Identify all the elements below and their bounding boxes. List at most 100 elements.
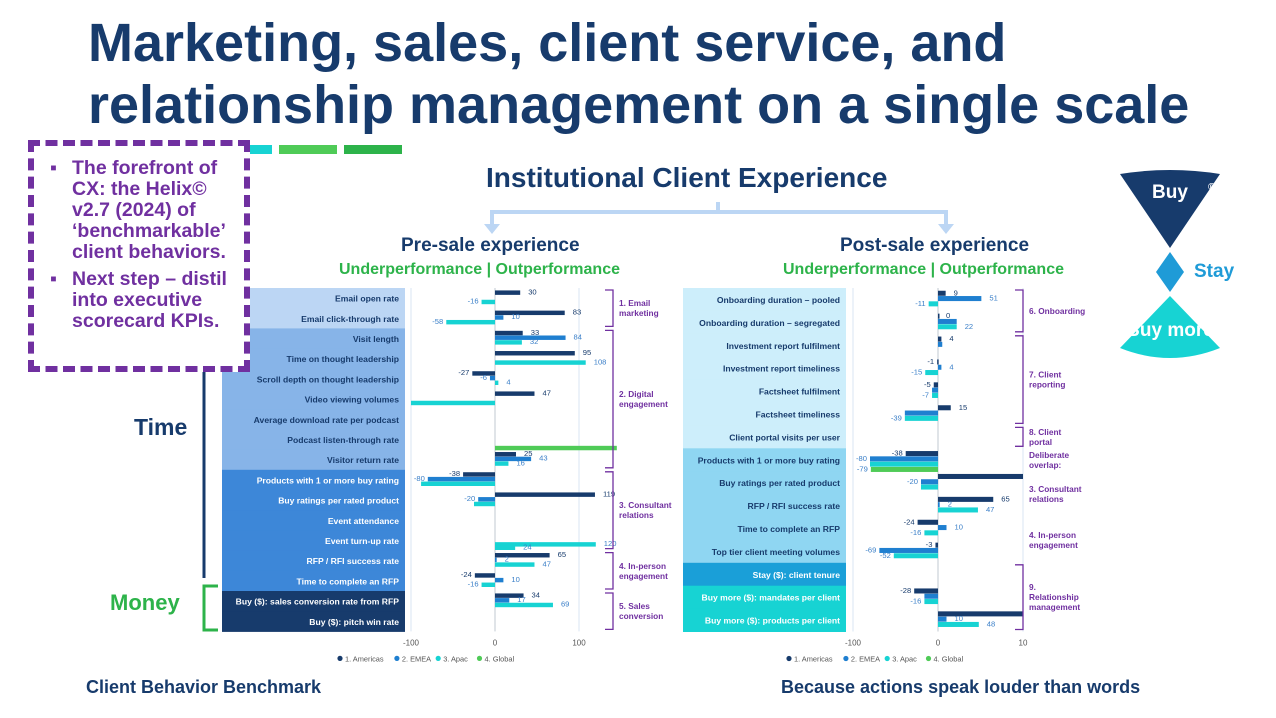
data-label: -69: [865, 545, 876, 554]
group-label: 5. Sales: [619, 601, 650, 611]
bar: [495, 351, 575, 356]
time-money-bracket: [202, 366, 218, 632]
bar: [495, 598, 510, 603]
row-label-bg: [683, 402, 846, 426]
data-label: -58: [432, 317, 443, 326]
group-label: management: [1029, 602, 1080, 612]
group-label: relations: [1029, 494, 1064, 504]
bar: [481, 582, 495, 588]
data-label: -24: [461, 570, 472, 579]
bar: [495, 456, 532, 462]
money-label: Money: [110, 590, 180, 615]
row-label-bg: [683, 379, 846, 403]
group-bracket: [605, 471, 614, 550]
data-label: -15: [911, 368, 922, 377]
row-label-bg: [683, 356, 846, 381]
data-label: 2: [948, 500, 952, 509]
data-label: -24: [904, 517, 915, 526]
legend-swatch: [435, 655, 441, 661]
bar: [904, 415, 938, 421]
row-label: Video viewing volumes: [305, 395, 400, 405]
row-label-bg: [683, 425, 846, 449]
row-label: Buy ($): sales conversion rate from RFP: [236, 597, 400, 607]
row-label: Onboarding duration – pooled: [717, 295, 840, 305]
legend-label: 4. Global: [485, 654, 515, 663]
data-label: 43: [539, 454, 547, 463]
row-label: Top tier client meeting volumes: [712, 547, 841, 557]
row-label-bg: [222, 611, 405, 632]
row-label-bg: [222, 328, 405, 350]
accent-bar-green: [344, 145, 402, 154]
diagram-title: Institutional Client Experience: [486, 162, 888, 193]
bar: [495, 315, 504, 320]
bar: [478, 497, 495, 502]
bar: [938, 290, 946, 296]
data-label: 9: [954, 288, 958, 297]
bar: [932, 392, 938, 398]
legend-swatch: [337, 655, 343, 661]
row-label: Investment report timeliness: [723, 364, 840, 374]
bar: [921, 479, 938, 485]
bar: [933, 382, 938, 388]
row-label-bg: [683, 608, 846, 632]
bar: [495, 492, 595, 497]
bar: [938, 364, 942, 370]
bar: [893, 553, 938, 559]
data-label: 33: [531, 328, 539, 337]
data-label: -16: [910, 597, 921, 606]
legend-label: 3. Apac: [892, 655, 917, 664]
bar: [472, 371, 495, 376]
group-label: 2. Digital: [619, 389, 654, 399]
group-bracket: [605, 289, 614, 328]
data-label: 15: [959, 403, 967, 412]
data-label: 4: [949, 362, 953, 371]
post-sale-title: Post-sale experience: [840, 235, 1030, 256]
group-bracket: [1015, 426, 1024, 447]
data-label: 30: [528, 287, 536, 296]
callout-text-2: Next step – distil into executive scorec…: [72, 268, 227, 332]
bar: [870, 456, 938, 462]
data-label: 47: [986, 505, 994, 514]
bar: [938, 496, 994, 502]
row-label-bg: [683, 288, 846, 312]
data-label: 65: [1001, 494, 1009, 503]
callout-text-1: The forefront of CX: the Helix© v2.7 (20…: [72, 157, 226, 263]
bar: [870, 466, 938, 472]
bar: [937, 359, 939, 365]
row-label: Client portal visits per user: [729, 432, 840, 442]
bar: [495, 340, 522, 345]
bar: [411, 400, 495, 406]
row-label: Onboarding duration – segregated: [699, 318, 840, 328]
data-label: -6: [480, 373, 487, 382]
data-label: -3: [926, 540, 933, 549]
bullet-icon: ▪: [50, 268, 57, 290]
bar: [879, 547, 938, 553]
row-label: Visitor return rate: [327, 455, 399, 465]
callout-box: ▪ The forefront of CX: the Helix© v2.7 (2…: [28, 140, 250, 372]
bar: [427, 476, 495, 482]
legend-swatch: [476, 655, 483, 661]
legend-swatch: [884, 655, 890, 662]
group-label: 9.: [1029, 582, 1036, 592]
data-label: 84: [574, 332, 582, 341]
bar: [421, 481, 495, 487]
row-label-bg: [683, 539, 846, 564]
data-label: 4: [949, 334, 953, 343]
bar: [928, 301, 938, 307]
bar: [463, 472, 495, 477]
time-label: Time: [134, 414, 188, 440]
group-label: 3. Consultant: [1029, 484, 1082, 494]
data-label: 65: [558, 550, 566, 559]
callout-item-2: ▪ Next step – distil into executive score…: [46, 269, 236, 332]
group-label: relations: [619, 510, 654, 520]
row-label: Email click-through rate: [301, 314, 399, 324]
data-label: 22: [965, 322, 973, 331]
bar: [474, 573, 495, 578]
bar: [495, 335, 566, 340]
x-tick-label: 100: [572, 638, 586, 647]
row-label: Time to complete an RFP: [296, 576, 399, 586]
bar: [921, 484, 938, 490]
bar: [495, 360, 586, 365]
bar: [495, 545, 516, 550]
